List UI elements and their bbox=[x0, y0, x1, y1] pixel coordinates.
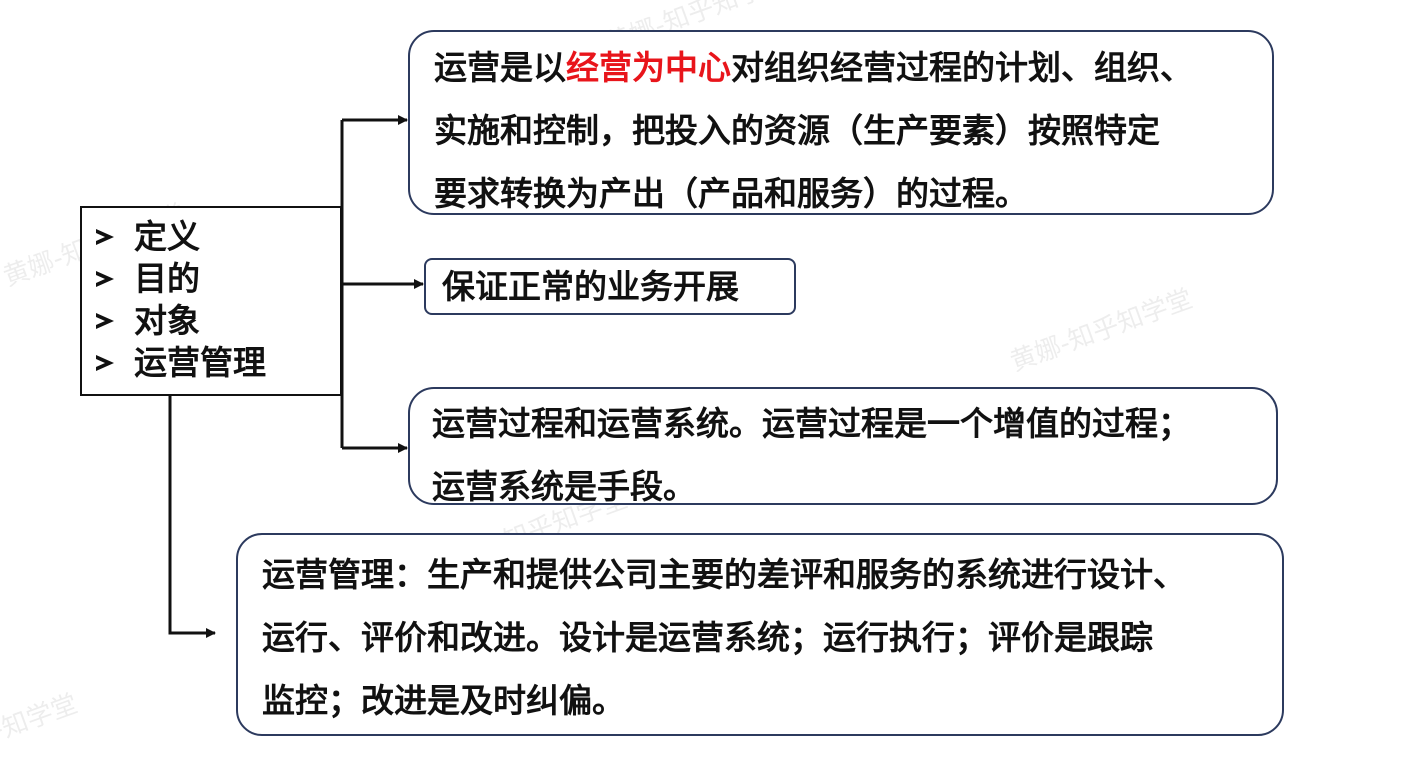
arrow-bullet-icon bbox=[96, 229, 114, 245]
om-line-3: 监控；改进是及时纠偏。 bbox=[262, 681, 625, 720]
definition-suffix: 对组织经营过程的计划、组织、 bbox=[731, 48, 1193, 87]
definition-line-2: 实施和控制，把投入的资源（生产要素）按照特定 bbox=[434, 111, 1160, 150]
list-item-label: 目的 bbox=[134, 259, 200, 298]
list-item: 运营管理 bbox=[96, 342, 340, 384]
topic-list: 定义 目的 对象 运营管理 bbox=[96, 216, 340, 384]
object-line-2: 运营系统是手段。 bbox=[432, 467, 696, 506]
arrow-bullet-icon bbox=[96, 313, 114, 329]
purpose-text: 保证正常的业务开展 bbox=[442, 267, 739, 306]
om-line-1: 运营管理：生产和提供公司主要的差评和服务的系统进行设计、 bbox=[262, 555, 1186, 594]
arrow-to-operations-management bbox=[168, 396, 214, 635]
list-item-label: 对象 bbox=[134, 301, 200, 340]
list-item-label: 运营管理 bbox=[134, 343, 266, 382]
purpose-box: 保证正常的业务开展 bbox=[424, 258, 796, 315]
object-line-1: 运营过程和运营系统。运营过程是一个增值的过程； bbox=[432, 404, 1191, 443]
topic-list-box: 定义 目的 对象 运营管理 bbox=[80, 206, 342, 396]
definition-box: 运营是以经营为中心对组织经营过程的计划、组织、 实施和控制，把投入的资源（生产要… bbox=[408, 30, 1274, 215]
list-item-label: 定义 bbox=[134, 217, 200, 256]
operations-management-box: 运营管理：生产和提供公司主要的差评和服务的系统进行设计、 运行、评价和改进。设计… bbox=[236, 533, 1284, 736]
list-item: 对象 bbox=[96, 300, 340, 342]
list-item: 定义 bbox=[96, 216, 340, 258]
list-item: 目的 bbox=[96, 258, 340, 300]
arrow-bullet-icon bbox=[96, 355, 114, 371]
arrow-bullet-icon bbox=[96, 271, 114, 287]
definition-line-1: 运营是以经营为中心对组织经营过程的计划、组织、 bbox=[434, 36, 1252, 99]
definition-highlight: 经营为中心 bbox=[566, 48, 731, 87]
definition-prefix: 运营是以 bbox=[434, 48, 566, 87]
object-box: 运营过程和运营系统。运营过程是一个增值的过程； 运营系统是手段。 bbox=[408, 387, 1278, 506]
om-line-2: 运行、评价和改进。设计是运营系统；运行执行；评价是跟踪 bbox=[262, 618, 1153, 657]
definition-line-3: 要求转换为产出（产品和服务）的过程。 bbox=[434, 174, 1028, 213]
